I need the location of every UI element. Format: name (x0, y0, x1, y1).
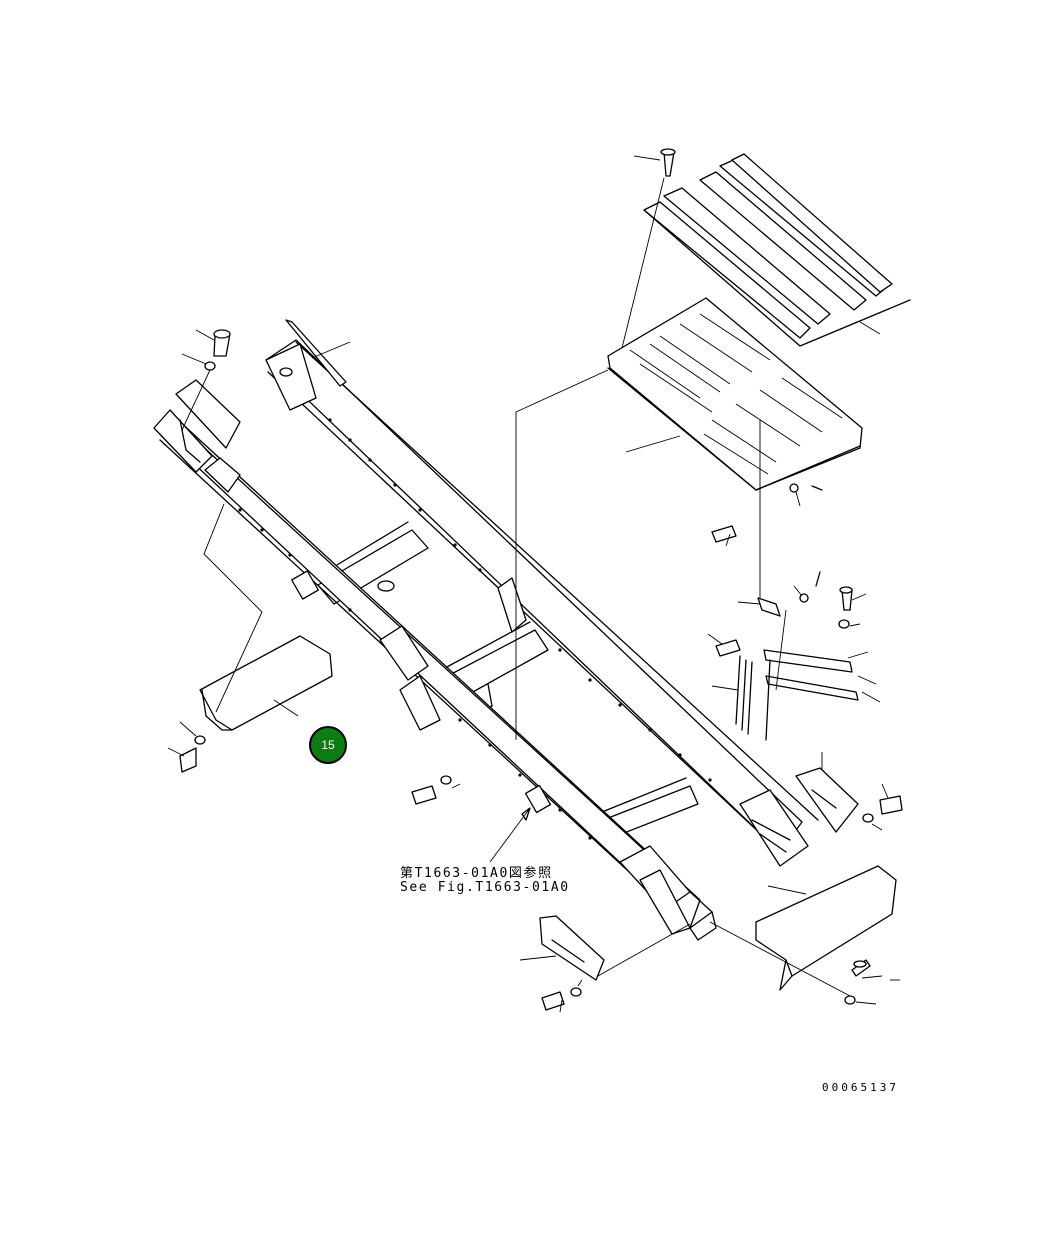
step-plates (643, 153, 911, 347)
drawing-number: 00065137 (822, 1081, 899, 1094)
reference-note-japanese: 第T1663-01A0図参照 (400, 866, 553, 881)
reference-note-english: See Fig.T1663-01A0 (400, 880, 570, 895)
left-cover (167, 503, 333, 773)
left-rear-bracket (153, 379, 241, 473)
link-assembly (707, 571, 881, 741)
bolt-upper-left (181, 329, 231, 431)
rear-strip-plate (285, 319, 351, 387)
rail-holes (238, 418, 712, 840)
lower-center-bracket (519, 915, 691, 1013)
front-cover (709, 865, 900, 1005)
right-front-bracket (795, 752, 903, 833)
bolt-middle (411, 775, 461, 805)
deck-bolts (711, 420, 823, 600)
part-callout-button[interactable]: 15 (309, 726, 347, 764)
deck-plate (607, 297, 863, 491)
right-side-rail (265, 339, 819, 867)
reference-leader (489, 807, 531, 863)
bolt-top (621, 148, 676, 349)
leaders-deck (515, 321, 881, 740)
